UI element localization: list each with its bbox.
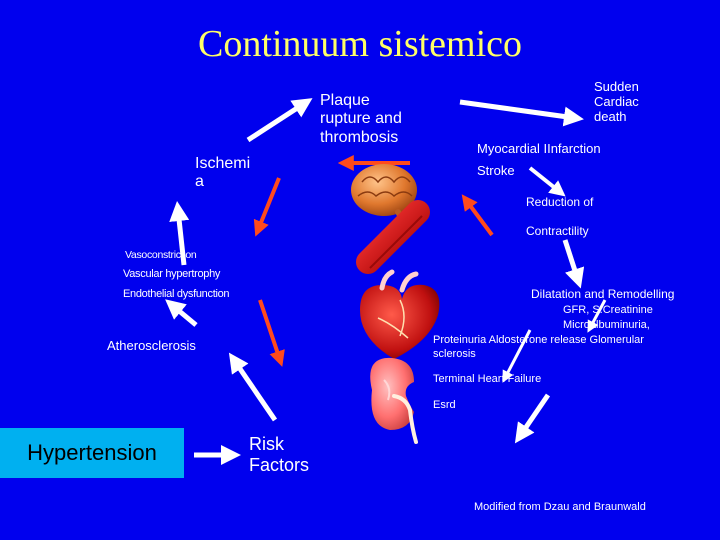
heart-icon — [360, 269, 440, 359]
node-terminal-heart-failure: Terminal Heart Failure — [433, 373, 542, 385]
node-esrd: Esrd — [433, 399, 456, 411]
slide-title: Continuum sistemico — [197, 23, 523, 65]
arrow-esrd-to-risk — [514, 393, 551, 444]
kidney-icon — [370, 357, 418, 444]
red-arrow-heart-side — [258, 299, 285, 367]
arrow-plaque-to-sudden — [459, 99, 584, 127]
red-arrow-ischemia-down — [253, 177, 281, 237]
node-endothelial-dysfunction: Endothelial dysfunction — [123, 288, 230, 300]
footer-credit: Modified from Dzau and Braunwald — [474, 501, 646, 513]
arrow-stroke-to-reduction — [528, 166, 566, 197]
node-proteinuria: Proteinuria Aldosterone release Glomerul… — [433, 334, 644, 346]
node-plaque-rupture: Plaque rupture and thrombosis — [320, 92, 402, 146]
arrow-dilatation-to-microalb — [587, 299, 607, 333]
node-reduction-of: Reduction of — [526, 195, 594, 209]
arrow-proteinuria-to-terminal — [502, 329, 532, 383]
node-dilatation-remodelling: Dilatation and Remodelling — [531, 287, 675, 301]
arrow-ischemia-to-plaque — [246, 98, 313, 143]
node-vasoconstriction: Vasoconstriction — [125, 249, 197, 261]
arrow-risk-to-atherosclerosis — [228, 352, 278, 422]
node-ischemia: Ischemi a — [195, 155, 251, 191]
node-microalbuminuria: Microalbuminuria, — [563, 319, 650, 331]
brain-icon — [351, 164, 417, 233]
node-stroke: Stroke — [477, 163, 515, 178]
node-myocardial-infarction: Myocardial IInfarction — [477, 141, 601, 156]
artery-icon — [356, 200, 430, 274]
node-risk-factors: Risk Factors — [249, 434, 310, 475]
node-contractility: Contractility — [526, 224, 589, 238]
node-sclerosis: sclerosis — [433, 348, 476, 360]
arrow-contractility-to-dilatation — [562, 239, 585, 289]
node-atherosclerosis: Atherosclerosis — [107, 338, 196, 353]
arrow-vasoconstriction-to-ischemia — [169, 201, 190, 266]
node-sudden-cardiac-death: Sudden Cardiac death — [594, 79, 639, 124]
node-hypertension: Hypertension — [0, 428, 184, 478]
arrow-atherosclerosis-to-endothelial — [165, 299, 198, 327]
red-arrow-mi-to-stroke — [461, 194, 494, 237]
node-vascular-hypertrophy: Vascular hypertrophy — [123, 268, 221, 280]
node-gfr: GFR, S.Creatinine — [563, 304, 653, 316]
